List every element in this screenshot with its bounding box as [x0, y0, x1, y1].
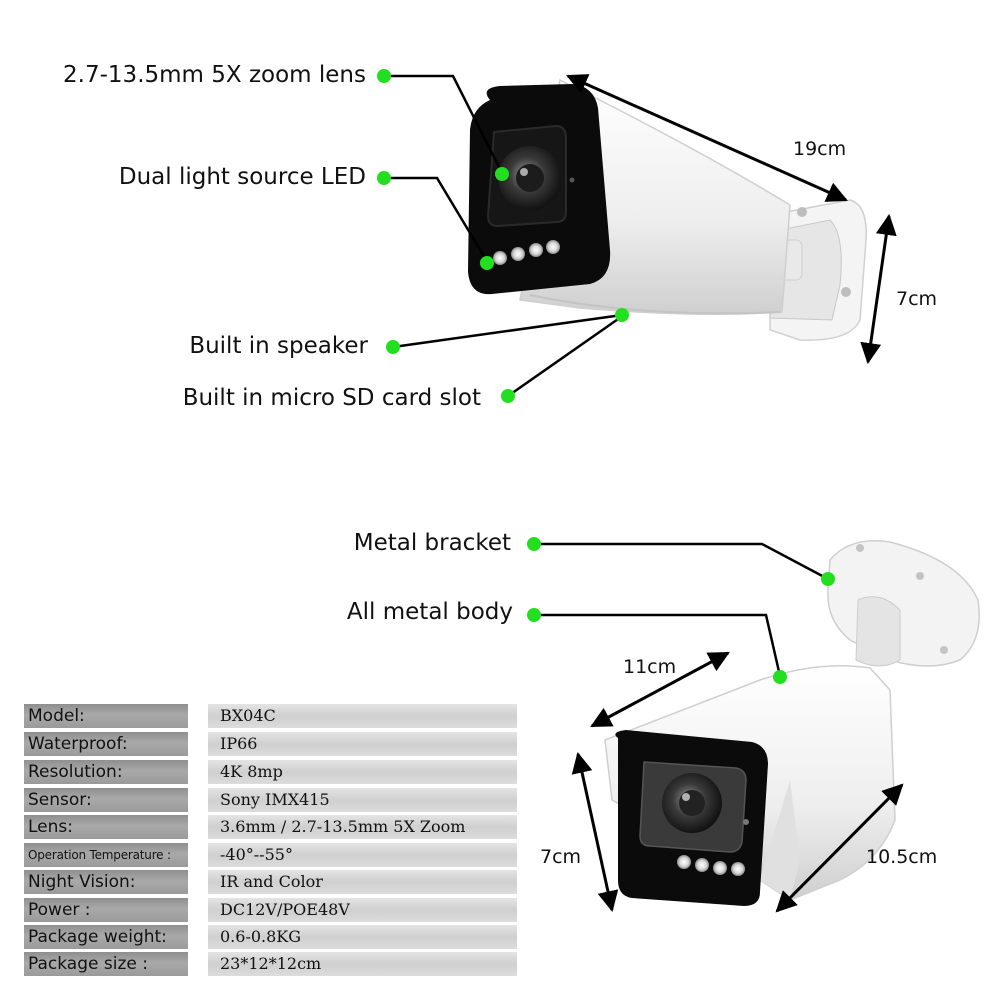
spec-row-model: Model: BX04C [24, 704, 517, 728]
callout-zoom-lens: 2.7-13.5mm 5X zoom lens [63, 62, 366, 88]
callout-dual-led: Dual light source LED [118, 164, 366, 190]
spec-key: Waterproof: [24, 732, 188, 756]
bottom-dimension-arrows [571, 651, 904, 913]
spec-row-lens: Lens: 3.6mm / 2.7-13.5mm 5X Zoom [24, 815, 517, 839]
spec-value: 3.6mm / 2.7-13.5mm 5X Zoom [208, 815, 517, 839]
spec-value: -40°--55° [208, 843, 517, 867]
top-camera-bracket [759, 199, 867, 341]
spec-value: IR and Color [208, 870, 517, 894]
spec-key: Resolution: [24, 760, 188, 784]
dimension-top-height: 7cm [896, 288, 938, 310]
top-dimension-arrows [566, 74, 897, 365]
spec-row-package-weight: Package weight: 0.6-0.8KG [24, 925, 517, 949]
spec-value: 4K 8mp [208, 760, 517, 784]
spec-key: Power : [24, 898, 188, 922]
bottom-camera-bracket [827, 540, 980, 667]
callout-dots [377, 69, 835, 684]
spec-value: 0.6-0.8KG [208, 925, 517, 949]
callout-dot-body-label [527, 608, 541, 622]
dimension-bottom-width: 11cm [623, 656, 677, 678]
spec-row-waterproof: Waterproof: IP66 [24, 732, 517, 756]
spec-key: Night Vision: [24, 870, 188, 894]
callout-dot-bracket-label [527, 537, 541, 551]
top-callout-lines [384, 74, 623, 398]
spec-key: Operation Temperature : [24, 843, 188, 867]
spec-row-sensor: Sensor: Sony IMX415 [24, 788, 517, 812]
dimension-bottom-depth: 10.5cm [866, 846, 938, 868]
callout-dot-speaker-target [615, 308, 629, 322]
callout-sd-slot: Built in micro SD card slot [182, 385, 481, 411]
callout-dot-led-target [480, 256, 494, 270]
callout-dot-speaker-label [386, 340, 400, 354]
dimension-bottom-height: 7cm [540, 846, 582, 868]
bottom-camera-led-array [677, 855, 745, 876]
callout-metal-body: All metal body [346, 599, 513, 625]
spec-value: BX04C [208, 704, 517, 728]
spec-value: 23*12*12cm [208, 952, 517, 976]
callout-dot-zoom-lens-target [495, 167, 509, 181]
spec-row-power: Power : DC12V/POE48V [24, 898, 517, 922]
callout-dot-bracket-target [821, 572, 835, 586]
spec-row-night-vision: Night Vision: IR and Color [24, 870, 517, 894]
spec-key: Sensor: [24, 788, 188, 812]
spec-row-package-size: Package size : 23*12*12cm [24, 952, 517, 976]
bottom-callout-lines [534, 542, 829, 677]
dimension-top-length: 19cm [793, 138, 847, 160]
spec-row-resolution: Resolution: 4K 8mp [24, 760, 517, 784]
spec-row-operation-temperature: Operation Temperature : -40°--55° [24, 843, 517, 867]
top-camera-led-array [493, 240, 560, 265]
spec-key: Package weight: [24, 925, 188, 949]
spec-value: DC12V/POE48V [208, 898, 517, 922]
callout-dot-led-label [377, 171, 391, 185]
callout-metal-bracket: Metal bracket [353, 530, 511, 556]
callout-speaker: Built in speaker [189, 333, 368, 359]
callout-dot-zoom-lens-label [377, 69, 391, 83]
callout-dot-sd-label [501, 389, 515, 403]
spec-value: Sony IMX415 [208, 788, 517, 812]
spec-value: IP66 [208, 732, 517, 756]
spec-key: Lens: [24, 815, 188, 839]
spec-key: Model: [24, 704, 188, 728]
spec-key: Package size : [24, 952, 188, 976]
callout-dot-body-target [773, 670, 787, 684]
